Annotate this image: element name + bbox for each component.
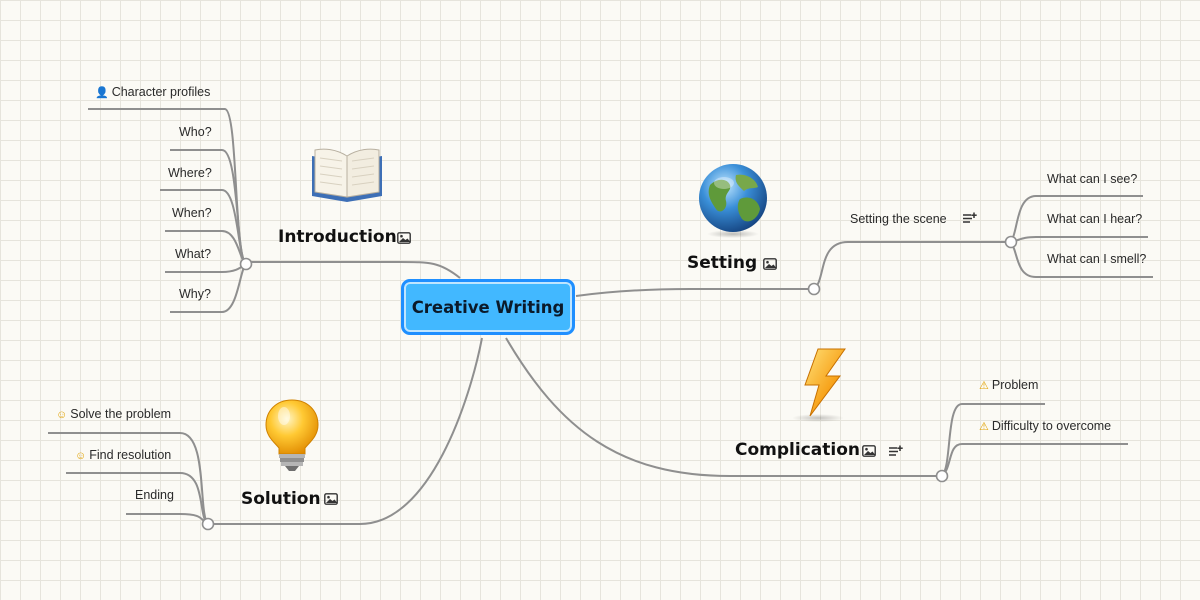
central-topic-label: Creative Writing (411, 297, 565, 317)
setting-scene-collapse-node (1004, 235, 1018, 249)
setting-collapse-node (807, 282, 821, 296)
globe-icon (699, 164, 767, 238)
setting-grandchild-see[interactable]: What can I see? (1047, 172, 1138, 186)
intro-child-why[interactable]: Why? (179, 287, 211, 301)
smiley-icon: ☺ (75, 450, 87, 462)
setting-grandchild-smell[interactable]: What can I smell? (1047, 252, 1147, 266)
solution-child-solve[interactable]: ☺Solve the problem (56, 407, 171, 421)
notes-icon[interactable] (889, 445, 903, 457)
complication-collapse-node (935, 469, 949, 483)
warning-icon: ⚠ (979, 421, 989, 433)
complication-child-difficulty[interactable]: ⚠Difficulty to overcome (979, 419, 1112, 433)
intro-child-character-profiles[interactable]: 👤Character profiles (95, 85, 211, 99)
topic-setting[interactable]: Setting (687, 253, 757, 273)
introduction-collapse-node (239, 257, 253, 271)
lightbulb-icon (265, 399, 319, 471)
topic-solution[interactable]: Solution (241, 489, 321, 509)
complication-child-problem[interactable]: ⚠Problem (979, 378, 1039, 392)
warning-icon: ⚠ (979, 380, 989, 392)
topic-introduction-label: Introduction (278, 227, 397, 247)
smiley-icon: ☺ (56, 409, 68, 421)
topic-complication[interactable]: Complication (735, 440, 860, 460)
solution-child-ending[interactable]: Ending (135, 488, 174, 502)
book-icon (312, 148, 382, 202)
intro-child-where[interactable]: Where? (168, 166, 212, 180)
central-topic[interactable]: Creative Writing (401, 279, 575, 335)
topic-setting-label: Setting (687, 253, 758, 273)
image-icon[interactable] (397, 232, 411, 244)
notes-icon[interactable] (963, 212, 977, 224)
image-icon[interactable] (862, 445, 876, 457)
setting-grandchild-hear[interactable]: What can I hear? (1047, 212, 1143, 226)
topic-solution-label: Solution (241, 489, 321, 509)
setting-child-setting-the-scene[interactable]: Setting the scene (850, 212, 947, 226)
solution-child-resolution[interactable]: ☺Find resolution (75, 448, 172, 462)
image-icon[interactable] (763, 258, 777, 270)
intro-child-when[interactable]: When? (172, 206, 212, 220)
lightning-icon (792, 348, 846, 422)
image-icon[interactable] (324, 493, 338, 505)
solution-collapse-node (201, 517, 215, 531)
topic-complication-label: Complication (735, 440, 860, 460)
intro-child-who[interactable]: Who? (179, 125, 212, 139)
intro-child-what[interactable]: What? (175, 247, 212, 261)
topic-introduction[interactable]: Introduction (278, 227, 397, 247)
person-icon: 👤 (95, 87, 109, 99)
